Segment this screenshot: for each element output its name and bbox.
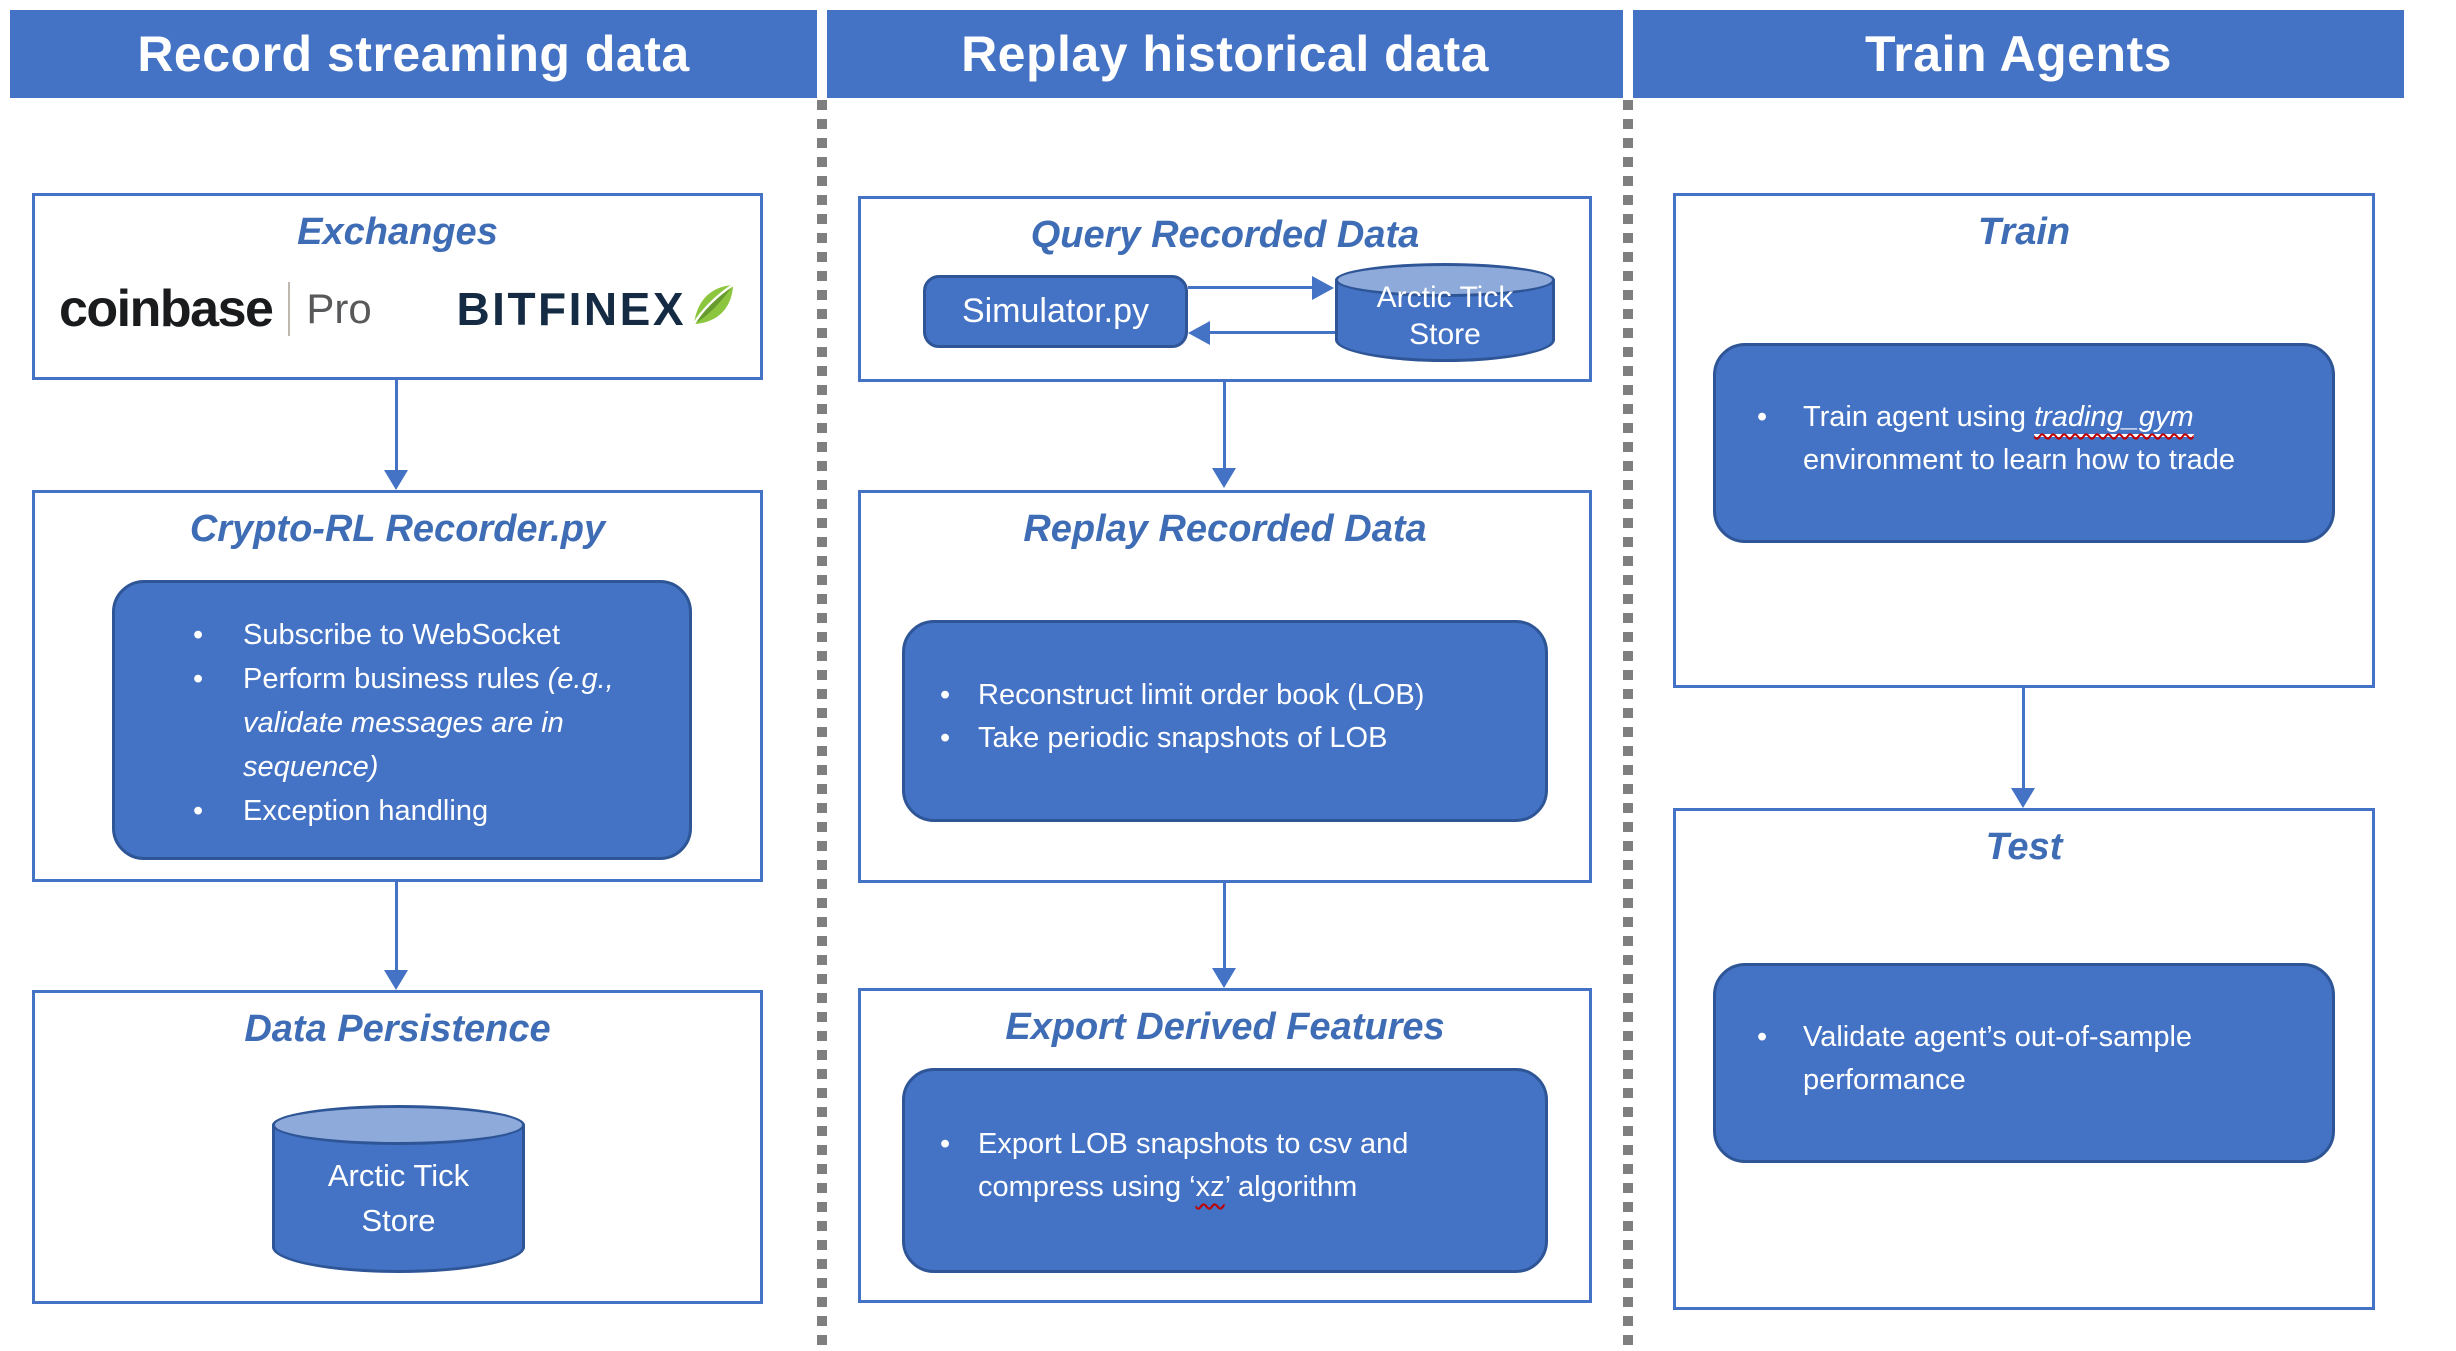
bullet-text-italic: validate messages are in [243, 707, 564, 739]
exchanges-title: Exchanges [297, 211, 498, 253]
bullet-text: Subscribe to WebSocket [243, 619, 561, 651]
column-header-replay-historical: Replay historical data [827, 10, 1623, 98]
bitfinex-wordmark: BITFINEX [456, 283, 686, 335]
cylinder-label-line: Arctic Tick [327, 1158, 470, 1193]
bullet-icon: • [193, 663, 204, 695]
test-task-list: • Validate agent’s out-of-sample perform… [1716, 966, 2332, 1102]
arctic-tick-store-cylinder: Arctic Tick Store [272, 1105, 525, 1273]
arrow-down-icon [384, 970, 408, 990]
arrow-exchanges-to-recorder [395, 380, 398, 472]
arrow-right-icon [1312, 276, 1334, 300]
bullet-icon: • [193, 619, 204, 651]
recorder-title: Crypto-RL Recorder.py [189, 508, 606, 550]
bullet-icon: • [1757, 1021, 1768, 1053]
exchanges-box: Exchanges coinbase Pro BITFINEX [32, 193, 763, 380]
train-title: Train [1977, 211, 2071, 253]
list-item: • Reconstruct limit order book (LOB) [940, 674, 1535, 717]
bullet-text-normal: Train agent using [1803, 401, 2035, 433]
database-cylinder-top [272, 1105, 525, 1145]
replay-task-list: • Reconstruct limit order book (LOB) • T… [905, 623, 1545, 760]
coinbase-pro-logo: coinbase Pro [59, 279, 372, 339]
simulator-py-label: Simulator.py [961, 292, 1150, 330]
bitfinex-logo: BITFINEX [456, 282, 736, 336]
bullet-text: Export LOB snapshots to csv and compress… [978, 1123, 1535, 1209]
bullet-text-normal: Perform business rules [243, 663, 548, 695]
bullet-icon: • [193, 795, 204, 827]
bullet-text-line: performance [1803, 1064, 1966, 1096]
coinbase-wordmark: coinbase [59, 280, 274, 338]
arrow-down-icon [1212, 468, 1236, 488]
cylinder-label-line: Store [1409, 318, 1481, 351]
list-item: • Validate agent’s out-of-sample perform… [1757, 1016, 2322, 1102]
export-derived-features-title: Export Derived Features [1005, 1006, 1445, 1048]
bullet-text-line: Export LOB snapshots to csv and [978, 1128, 1409, 1160]
coinbase-pro-label: Pro [306, 285, 372, 332]
arrow-down-icon [384, 470, 408, 490]
bullet-text: Perform business rules (e.g., validate m… [243, 657, 679, 789]
recorder-tasks-panel: • Subscribe to WebSocket • Perform busin… [112, 580, 692, 860]
bullet-text: Exception handling [243, 795, 489, 827]
arrow-simulator-to-store [1188, 286, 1314, 289]
bullet-text-italic: (e.g., [547, 663, 614, 695]
column-separator-dotted-left [817, 100, 827, 1345]
exchange-logos-row: coinbase Pro BITFINEX [35, 274, 760, 344]
bullet-text-misspelled: xz [1195, 1171, 1225, 1203]
bullet-text: Validate agent’s out-of-sample performan… [1803, 1016, 2322, 1102]
replay-recorded-data-title: Replay Recorded Data [1023, 508, 1427, 550]
train-task-list: • Train agent using trading_gym environm… [1716, 346, 2332, 482]
arrow-replay-to-export [1223, 883, 1226, 970]
column-header-train-agents: Train Agents [1633, 10, 2404, 98]
replay-tasks-panel: • Reconstruct limit order book (LOB) • T… [902, 620, 1548, 822]
bullet-icon: • [940, 722, 951, 754]
arrow-store-to-simulator [1208, 331, 1335, 334]
export-tasks-panel: • Export LOB snapshots to csv and compre… [902, 1068, 1548, 1273]
export-task-list: • Export LOB snapshots to csv and compre… [905, 1071, 1545, 1209]
list-item: • Perform business rules (e.g., validate… [193, 657, 679, 789]
bullet-text: Reconstruct limit order book (LOB) [978, 679, 1425, 711]
bullet-text-trading-gym: trading_gym [2034, 401, 2194, 437]
data-persistence-title: Data Persistence [244, 1008, 551, 1050]
column-header-record-streaming: Record streaming data [10, 10, 817, 98]
bullet-text-normal: ’ algorithm [1224, 1171, 1358, 1203]
bitfinex-leaf-icon [692, 283, 734, 325]
list-item: • Take periodic snapshots of LOB [940, 717, 1535, 760]
arrow-query-to-replay [1223, 382, 1226, 470]
bullet-text: Take periodic snapshots of LOB [978, 722, 1388, 754]
arrow-left-icon [1188, 321, 1210, 345]
train-tasks-panel: • Train agent using trading_gym environm… [1713, 343, 2335, 543]
bullet-text: Train agent using trading_gym environmen… [1803, 396, 2322, 482]
coinbase-pro-divider [288, 282, 291, 336]
cylinder-label-line: Store [361, 1203, 436, 1238]
arrow-train-to-test [2022, 688, 2025, 790]
test-tasks-panel: • Validate agent’s out-of-sample perform… [1713, 963, 2335, 1163]
bullet-text-normal: compress using ‘ [978, 1171, 1196, 1203]
arrow-recorder-to-persistence [395, 882, 398, 972]
bullet-text-italic: sequence) [243, 751, 379, 783]
arctic-tick-store-label: Arctic Tick Store [272, 1153, 525, 1243]
recorder-task-list: • Subscribe to WebSocket • Perform busin… [115, 583, 689, 833]
database-cylinder-top [1335, 263, 1555, 297]
list-item: • Train agent using trading_gym environm… [1757, 396, 2322, 482]
arrow-down-icon [1212, 968, 1236, 988]
arctic-tick-store-cylinder-small: Arctic Tick Store [1335, 263, 1555, 362]
test-title: Test [1985, 826, 2063, 868]
list-item: • Export LOB snapshots to csv and compre… [940, 1123, 1535, 1209]
bullet-text-line: environment to learn how to trade [1803, 444, 2236, 476]
arctic-tick-store-label: Arctic Tick Store [1335, 279, 1555, 353]
bullet-icon: • [940, 679, 951, 711]
cylinder-label-line: Arctic Tick [1376, 281, 1514, 314]
bullet-icon: • [940, 1128, 951, 1160]
bullet-text-line: Validate agent’s out-of-sample [1803, 1021, 2193, 1053]
query-recorded-data-title: Query Recorded Data [1030, 214, 1420, 256]
bullet-icon: • [1757, 401, 1768, 433]
database-cylinder-body [272, 1125, 525, 1273]
list-item: • Exception handling [193, 789, 679, 833]
arrow-down-icon [2011, 788, 2035, 808]
column-separator-dotted-right [1623, 100, 1633, 1345]
simulator-py-node: Simulator.py [923, 275, 1188, 348]
list-item: • Subscribe to WebSocket [193, 613, 679, 657]
